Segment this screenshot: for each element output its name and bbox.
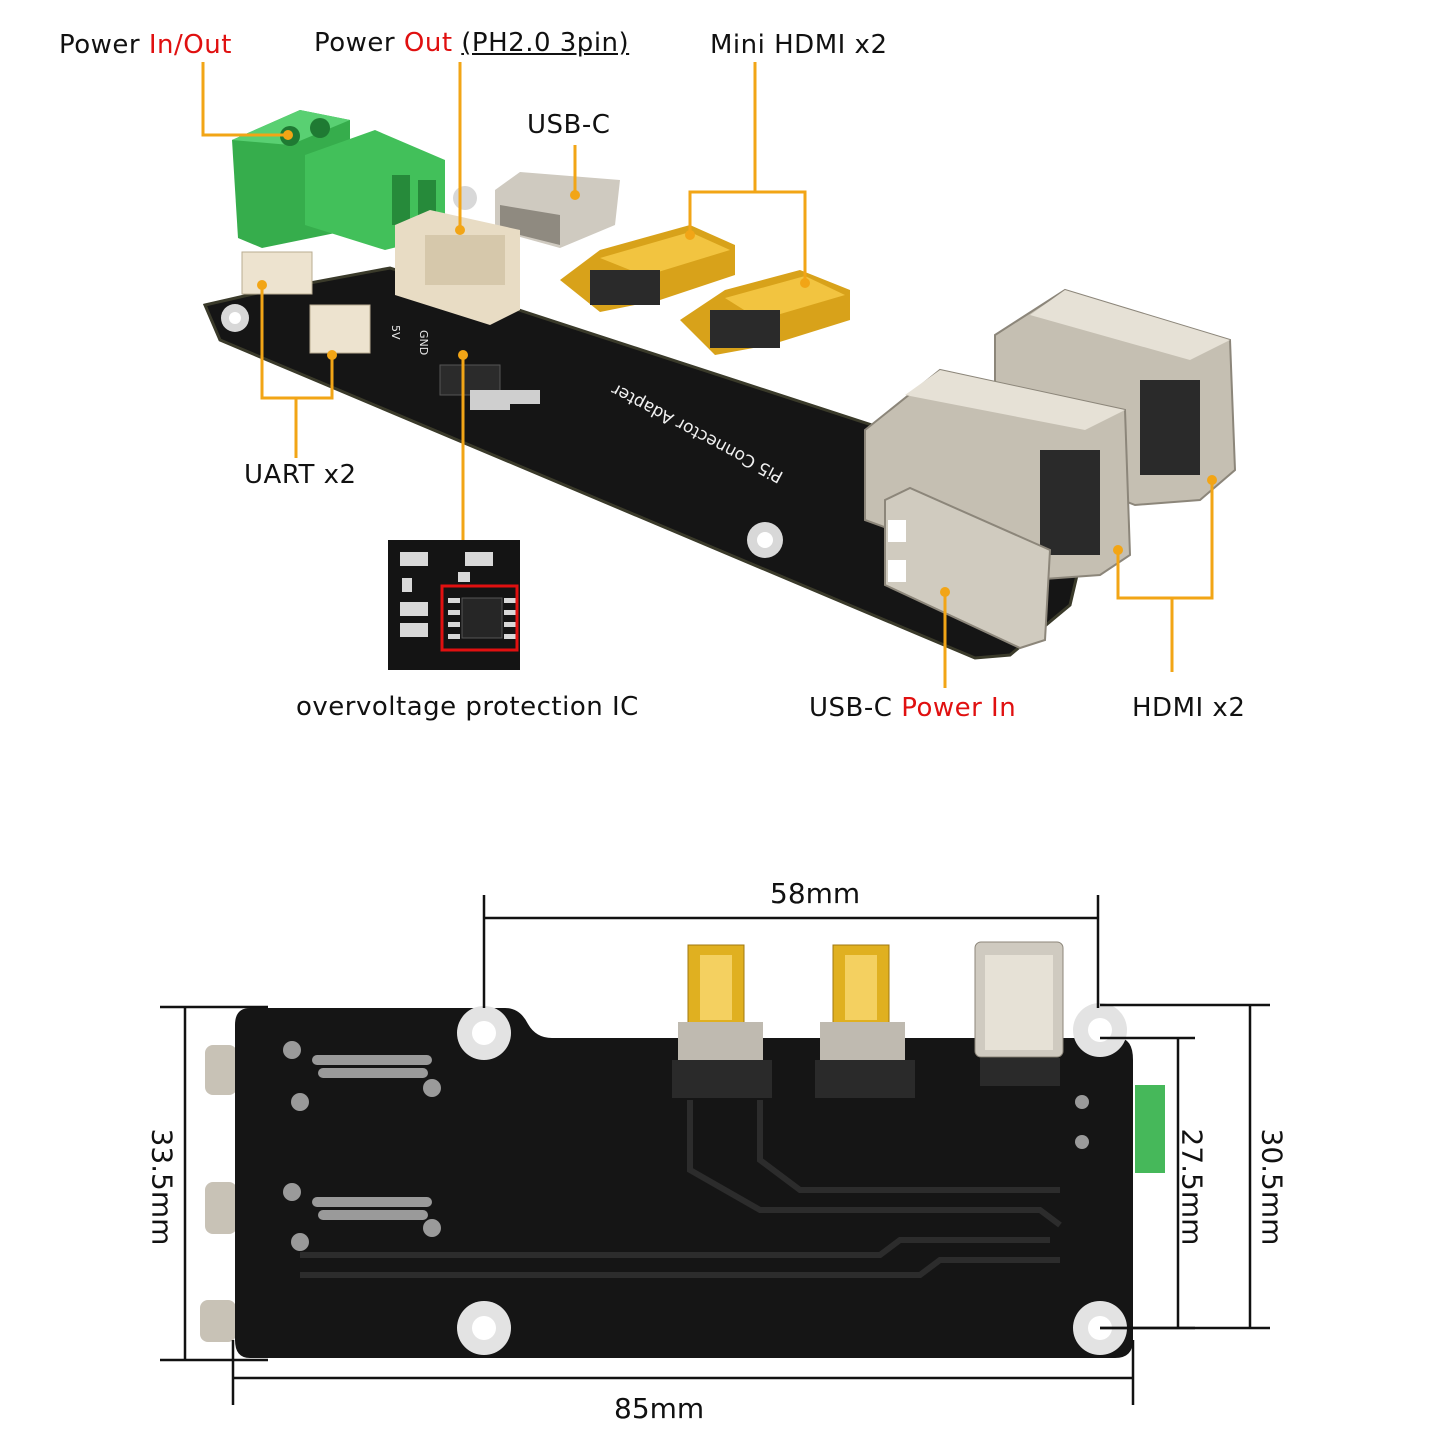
dim-total-width: 85mm	[614, 1392, 705, 1425]
label-hdmi: HDMI x2	[1132, 693, 1246, 723]
highlight-box	[440, 584, 519, 652]
usbc-port	[495, 172, 620, 248]
mini-hdmi-port	[672, 944, 772, 1098]
board-bottom-view	[160, 895, 1270, 1405]
label-usbc-power-prefix: USB-C	[809, 693, 893, 723]
label-mini-hdmi: Mini HDMI x2	[710, 30, 888, 60]
label-power-out-prefix: Power	[314, 28, 396, 58]
label-ovp-ic: overvoltage protection IC	[296, 692, 639, 722]
label-usbc: USB-C	[527, 110, 611, 140]
mini-hdmi-port	[560, 225, 735, 312]
mini-hdmi-port	[815, 944, 915, 1098]
dim-inner-height: 27.5mm	[1175, 1128, 1209, 1246]
dim-left-height: 33.5mm	[145, 1128, 179, 1246]
dim-top-width: 58mm	[770, 877, 861, 910]
label-power-out-suffix: (PH2.0 3pin)	[461, 28, 630, 58]
board-top-view: Pi5 Connector Adapter 5V GND	[201, 62, 1237, 688]
usbc-port	[974, 941, 1064, 1086]
mounting-hole	[453, 186, 477, 210]
label-power-inout: Power In/Out	[59, 30, 232, 60]
label-power-out-red: Out	[403, 28, 453, 58]
label-power-inout-red: In/Out	[148, 30, 232, 60]
callout-lines	[201, 62, 1217, 688]
ovp-inset	[388, 540, 520, 670]
dim-right-height: 30.5mm	[1255, 1128, 1289, 1246]
pin-label-5v: 5V	[389, 325, 402, 340]
uart-connector	[309, 304, 371, 354]
uart-connector	[241, 251, 313, 295]
label-power-out: Power Out (PH2.0 3pin)	[314, 28, 629, 58]
label-power-inout-prefix: Power	[59, 30, 141, 60]
ph20-connector	[395, 210, 520, 325]
pin-label-gnd: GND	[417, 330, 430, 355]
label-uart: UART x2	[244, 460, 357, 490]
label-usbc-power-red: Power In	[901, 693, 1017, 723]
mini-hdmi-port	[680, 270, 850, 355]
usbc-power-port	[884, 486, 1052, 650]
label-usbc-power-in: USB-C Power In	[809, 693, 1016, 723]
dimension-lines	[160, 895, 1270, 1405]
